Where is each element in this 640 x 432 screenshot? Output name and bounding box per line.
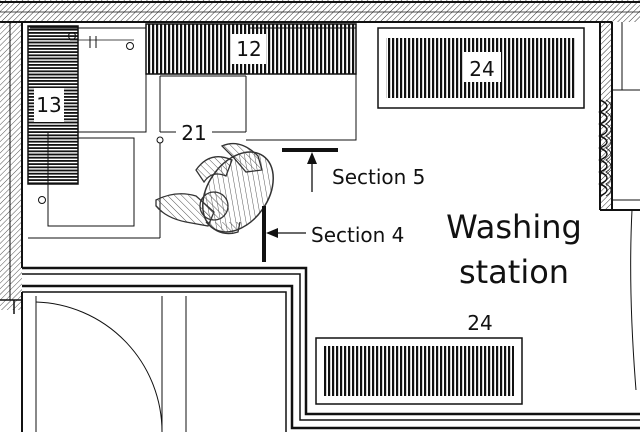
person-figure — [155, 142, 274, 235]
radiator-13: 13 — [27, 25, 79, 185]
radiator-12: 12 — [145, 23, 357, 75]
section-4-label: Section 4 — [311, 223, 404, 247]
lower-room — [35, 296, 187, 432]
section-5-marker — [282, 148, 338, 192]
top-wall — [0, 0, 640, 23]
room-label-line1: Washing — [446, 208, 582, 246]
radiator-24-bottom: 24 — [315, 311, 523, 405]
partition-wall — [21, 266, 640, 432]
label-12: 12 — [236, 37, 261, 61]
section-5-label: Section 5 — [332, 165, 425, 189]
room-label-line2: station — [459, 253, 569, 291]
label-24-top: 24 — [469, 57, 494, 81]
right-wall — [599, 22, 640, 391]
right-wall-ribbing — [598, 99, 612, 197]
label-13: 13 — [36, 93, 61, 117]
label-21: 21 — [181, 121, 206, 145]
label-24-bottom: 24 — [467, 311, 492, 335]
section-4-marker — [262, 206, 306, 262]
left-wall — [0, 22, 23, 314]
radiator-24-top: 24 — [377, 27, 585, 109]
